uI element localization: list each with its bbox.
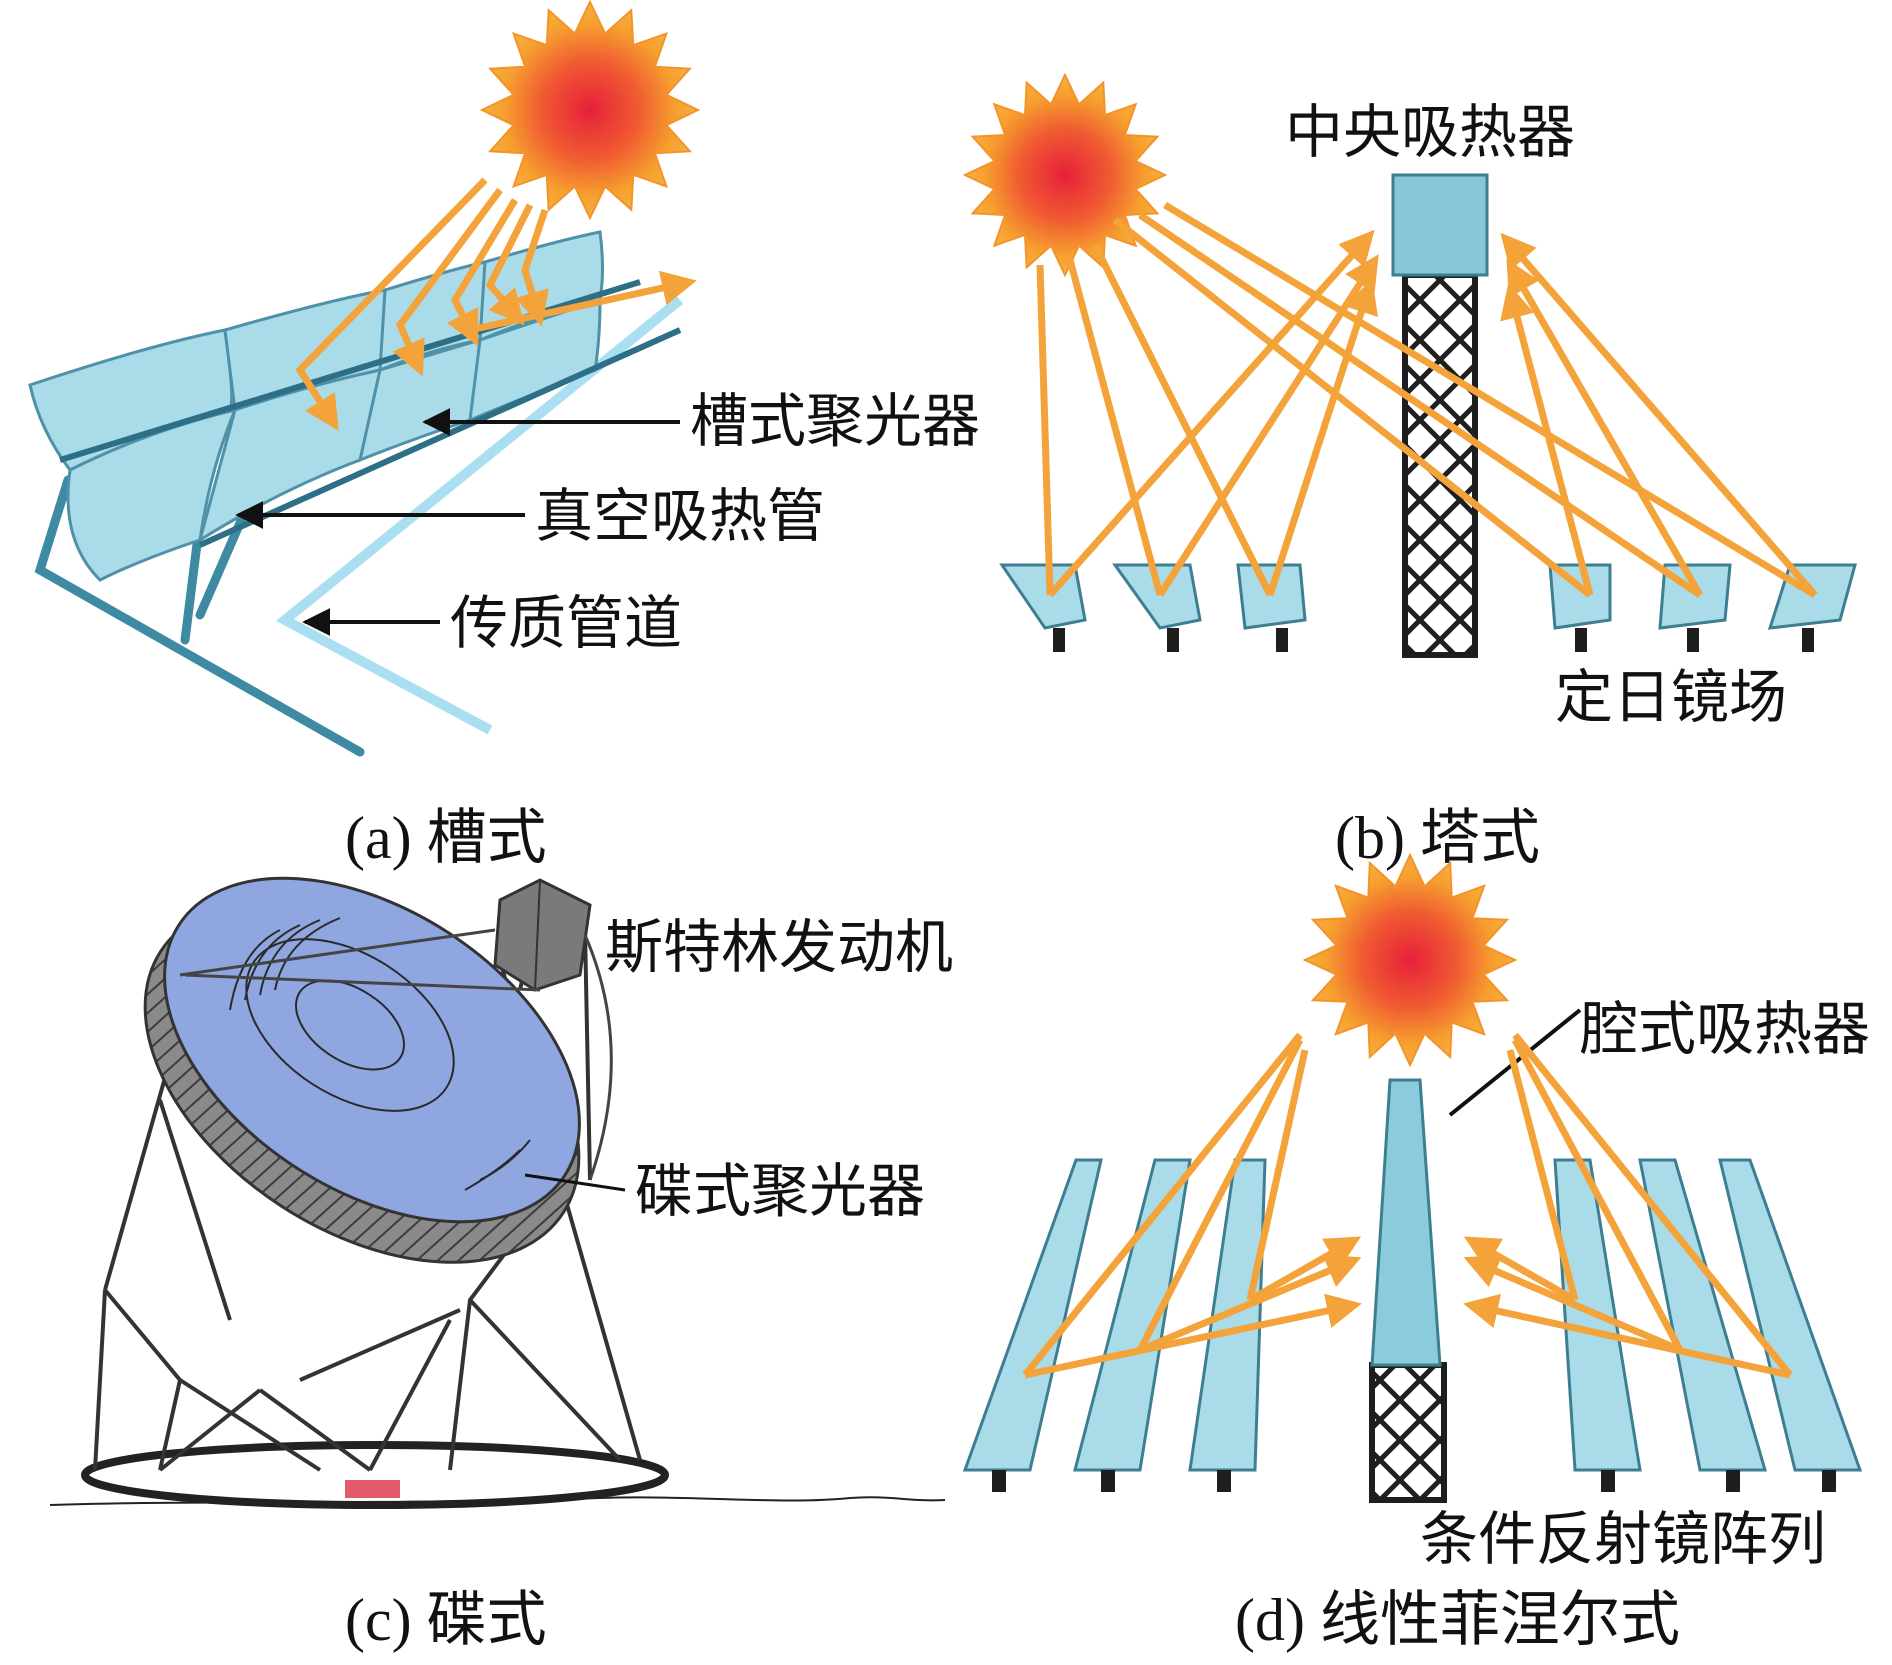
panel-trough [28,0,701,757]
tower-reflected-rays [1047,229,1818,598]
caption-a: (a) 槽式 [345,805,547,871]
tower-rays [1036,201,1817,599]
central-receiver [1391,173,1489,277]
stirling-engine [179,878,613,1181]
label-arrows-a [235,408,680,636]
fresnel-posts [992,1470,1836,1492]
cavity-receiver [1370,1078,1442,1367]
panel-dish [49,876,946,1509]
concentrator-pointer [524,1173,626,1192]
dish-concentrator [143,876,581,1264]
panel-tower [962,72,1857,658]
cavity-receiver-tower [1369,1078,1447,1503]
panel-fresnel [962,852,1863,1503]
sun-rays-shape [1302,852,1518,1068]
sun-icon [479,0,701,221]
dish-base-ring [81,1441,669,1509]
sun-rays-shape [962,72,1168,278]
caption-d: (d) 线性菲涅尔式 [1235,1587,1680,1653]
label-heliostat-field: 定日镜场 [1555,663,1788,731]
label-transfer-pipe: 传质管道 [450,589,683,657]
sun-icon [962,72,1168,278]
caption-b: (b) 塔式 [1335,805,1540,871]
dish-base-box [345,1480,400,1498]
label-stirling-engine: 斯特林发动机 [605,913,954,981]
label-central-receiver: 中央吸热器 [1285,98,1576,166]
label-reflector-array: 条件反射镜阵列 [1420,1505,1827,1573]
heliostat-posts [1053,628,1814,652]
fresnel-incident-rays [1022,1032,1793,1378]
trough-rays [295,177,697,431]
transfer-pipe [276,296,684,735]
sun-rays-shape [479,0,701,221]
label-vacuum-tube: 真空吸热管 [535,482,826,550]
caption-c: (c) 碟式 [345,1587,547,1653]
fresnel-reflected-rays [1024,1236,1791,1379]
sun-icon [1302,852,1518,1068]
central-tower [1391,173,1489,658]
fresnel-mirror-strips [962,1158,1863,1472]
label-cavity-receiver: 腔式吸热器 [1580,995,1871,1063]
label-trough-collector: 槽式聚光器 [690,387,981,455]
label-dish-concentrator: 碟式聚光器 [635,1157,926,1225]
